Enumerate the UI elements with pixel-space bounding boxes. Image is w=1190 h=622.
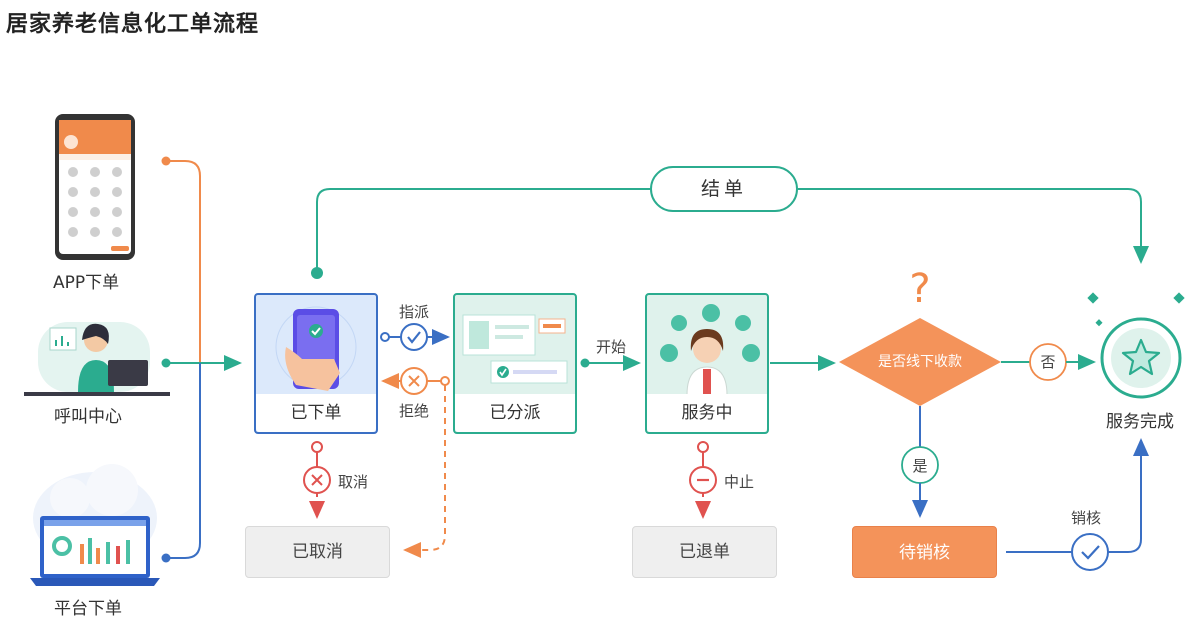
action-stop-label: 中止	[724, 473, 755, 491]
action-assign-label: 指派	[399, 303, 430, 321]
decision-label: 是否线下收款	[878, 354, 962, 370]
source-app: APP下单	[45, 112, 145, 293]
yes-branch	[901, 406, 939, 518]
state-dispatched-label: 已分派	[455, 394, 575, 432]
call-center-agent-icon	[24, 322, 170, 396]
caregiver-icon	[660, 304, 760, 395]
stop-connector	[689, 441, 717, 519]
page-title: 居家养老信息化工单流程	[6, 12, 260, 37]
state-complete-label: 服务完成	[1106, 412, 1174, 432]
cancel-connector	[303, 441, 331, 519]
question-mark-icon: ?	[909, 266, 930, 312]
state-cancelled: 已取消	[245, 526, 390, 578]
action-start-label: 开始	[596, 338, 627, 356]
state-in-service: 服务中	[645, 293, 769, 434]
action-verify-label: 销核	[1071, 509, 1102, 527]
platform-laptop-icon	[30, 464, 160, 586]
state-ordered: 已下单	[254, 293, 378, 434]
complete-star-icon	[1087, 292, 1185, 399]
source-call-center-label: 呼叫中心	[54, 407, 122, 427]
dispatch-card-icon	[462, 314, 568, 384]
state-ordered-label: 已下单	[256, 394, 376, 432]
decision-diamond: ?	[839, 266, 1001, 406]
verify-connector	[1006, 438, 1149, 571]
state-dispatched: 已分派	[453, 293, 577, 434]
state-returned: 已退单	[632, 526, 777, 578]
source-connectors	[161, 156, 242, 563]
state-in-service-label: 服务中	[647, 394, 767, 432]
phone-app-icon	[55, 114, 135, 260]
decision-yes-label: 是	[912, 457, 928, 475]
action-cancel-label: 取消	[338, 473, 369, 491]
source-platform: 平台下单	[20, 462, 170, 619]
assign-reject-connectors	[380, 323, 450, 558]
decision-no-label: 否	[1040, 353, 1056, 371]
source-app-label: APP下单	[53, 273, 120, 293]
phone-check-icon	[275, 306, 357, 391]
action-reject-label: 拒绝	[399, 402, 430, 420]
no-branch	[1001, 343, 1096, 381]
source-platform-label: 平台下单	[54, 599, 122, 619]
settle-pill: 结单	[650, 166, 798, 212]
source-call-center: 呼叫中心	[20, 310, 170, 430]
state-pending-verify: 待销核	[852, 526, 997, 578]
start-connector	[580, 355, 641, 371]
settle-loop	[311, 188, 1149, 279]
